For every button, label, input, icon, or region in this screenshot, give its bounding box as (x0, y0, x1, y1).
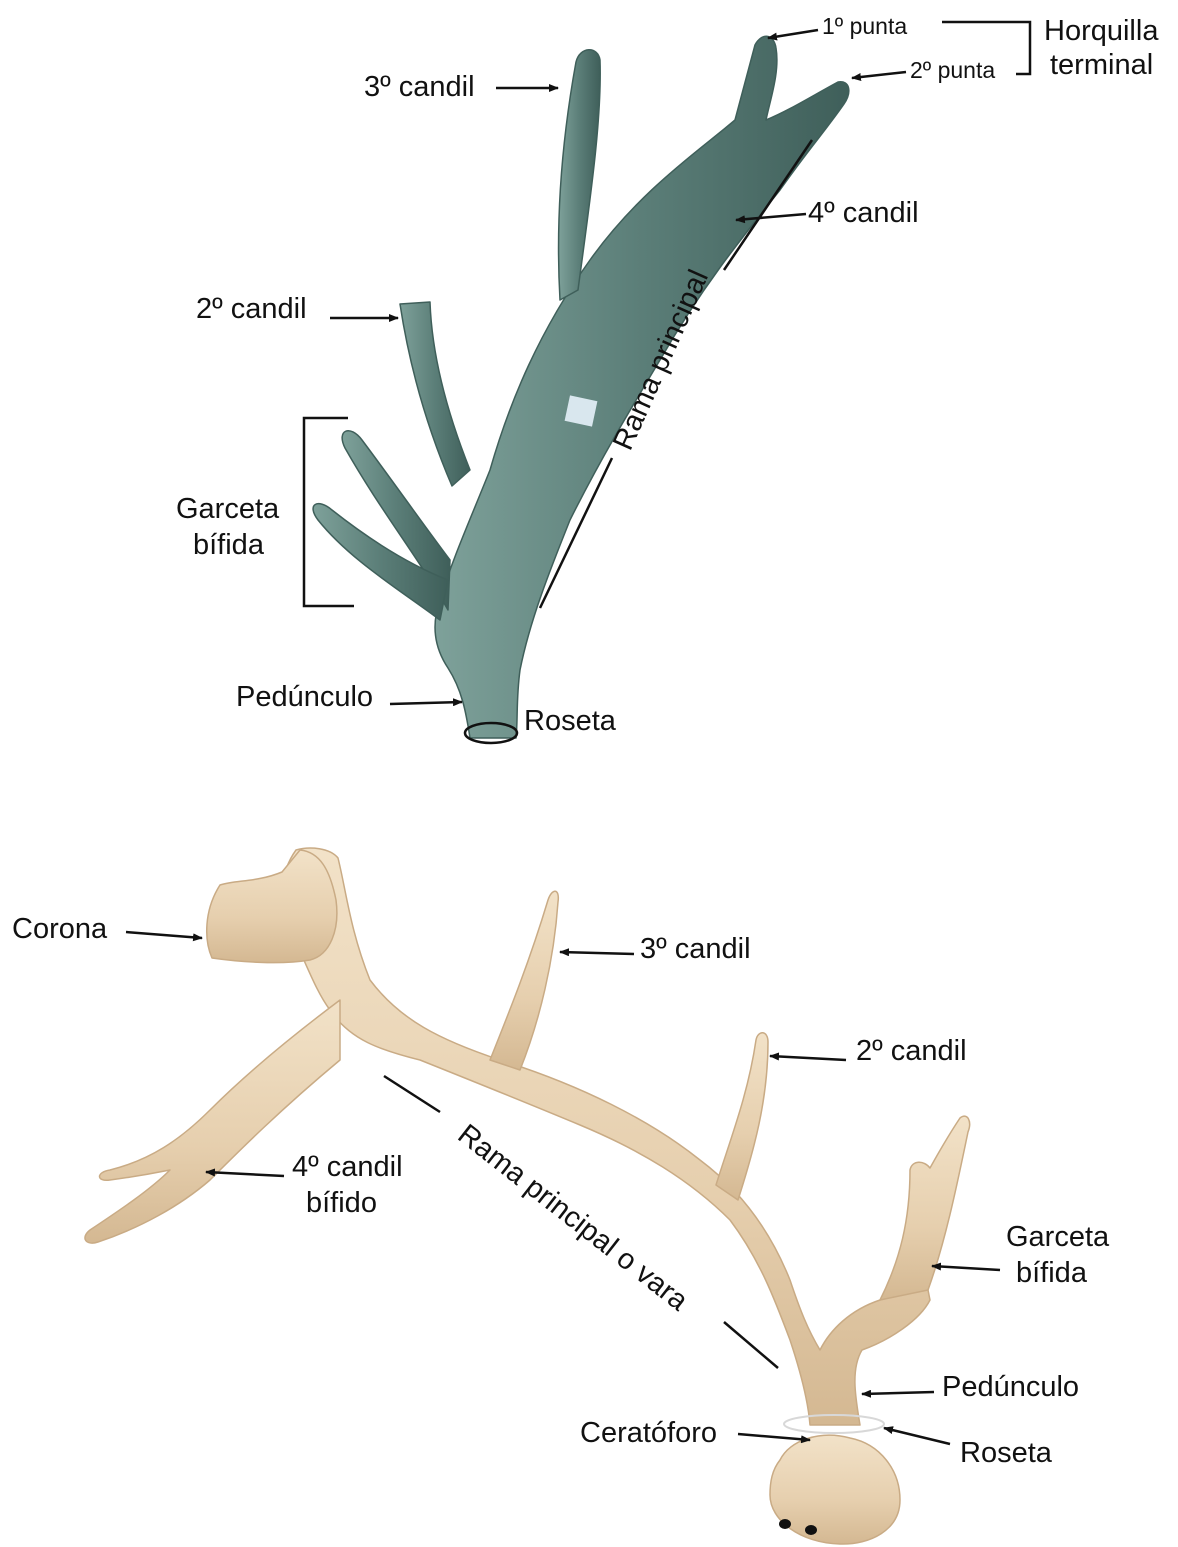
top-antler-shape (313, 36, 849, 738)
arrow-bottom-candil-3 (560, 952, 634, 954)
label-top-candil-4: 4º candil (808, 197, 919, 229)
label-top-horquilla-line2: terminal (1050, 49, 1153, 81)
bottom-skull-hole-right (805, 1525, 817, 1535)
arrow-top-punta-1 (768, 30, 818, 38)
leader-bottom-rama-lower (724, 1322, 778, 1368)
label-bottom-garceta-line2: bífida (1016, 1257, 1088, 1289)
label-bottom-corona: Corona (12, 913, 108, 945)
label-top-punta-2: 2º punta (910, 57, 995, 83)
label-top-rosette: Roseta (524, 705, 617, 737)
bottom-skull-hole-left (779, 1519, 791, 1529)
label-top-punta-1: 1º punta (822, 13, 907, 39)
bottom-annotations (126, 932, 1000, 1444)
label-top-garceta-line2: bífida (193, 529, 265, 561)
label-top-horquilla-line1: Horquilla (1044, 15, 1159, 47)
arrow-bottom-peduncle (862, 1392, 934, 1394)
label-bottom-rosette: Roseta (960, 1437, 1053, 1469)
bottom-antler: Corona 3º candil 2º candil 4º candil bíf… (12, 848, 1110, 1544)
label-bottom-candil-4-line2: bífido (306, 1187, 377, 1219)
top-antler: 1º punta 2º punta Horquilla terminal 3º … (176, 13, 1159, 743)
arrow-bottom-corona (126, 932, 202, 938)
leader-bottom-rama-upper (384, 1076, 440, 1112)
label-bottom-ceratoforo: Ceratóforo (580, 1417, 717, 1449)
arrow-bottom-candil-4 (206, 1172, 284, 1176)
label-bottom-peduncle: Pedúnculo (942, 1371, 1079, 1403)
arrow-bottom-ceratoforo (738, 1434, 810, 1440)
arrow-bottom-garceta (932, 1266, 1000, 1270)
label-top-garceta-line1: Garceta (176, 493, 280, 525)
label-bottom-garceta-line1: Garceta (1006, 1221, 1110, 1253)
arrow-top-peduncle (390, 702, 462, 704)
label-bottom-candil-3: 3º candil (640, 933, 751, 965)
label-top-peduncle: Pedúnculo (236, 681, 373, 713)
arrow-top-punta-2 (852, 72, 906, 78)
arrow-bottom-candil-2 (770, 1056, 846, 1060)
arrow-bottom-rosette (884, 1428, 950, 1444)
label-top-candil-3: 3º candil (364, 71, 475, 103)
label-top-candil-2: 2º candil (196, 293, 307, 325)
label-bottom-candil-4-line1: 4º candil (292, 1151, 403, 1183)
label-bottom-candil-2: 2º candil (856, 1035, 967, 1067)
